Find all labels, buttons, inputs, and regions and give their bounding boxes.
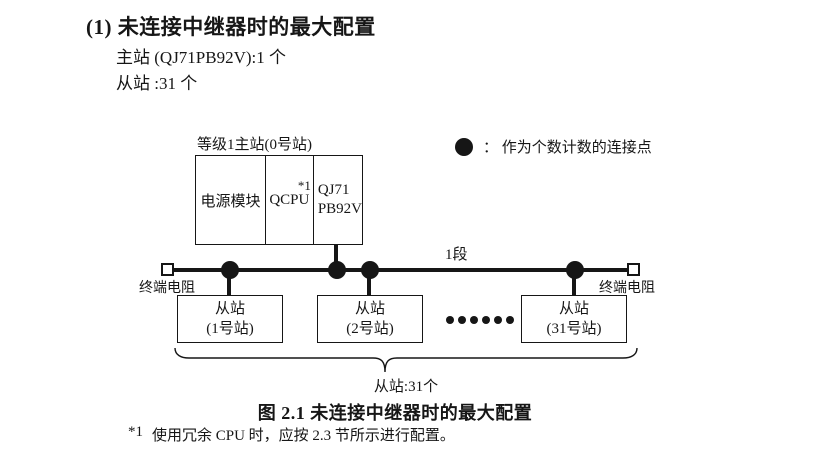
drop-line-slave-31 <box>572 271 576 296</box>
section-heading: (1) 未连接中继器时的最大配置 <box>86 15 376 39</box>
qcpu-cell: *1 QCPU <box>266 156 314 244</box>
ellipsis-dot <box>482 316 490 324</box>
config-line-slave: 从站 :31 个 <box>116 74 198 93</box>
connection-dot <box>361 261 379 279</box>
qj71pb92v-cell: QJ71 PB92V <box>314 156 362 244</box>
ellipsis-dot <box>458 316 466 324</box>
connection-dot <box>328 261 346 279</box>
legend-text: ： 作为个数计数的连接点 <box>483 140 652 156</box>
slave-31-name: 从站 <box>558 301 589 317</box>
power-module-cell: 电源模块 <box>196 156 266 244</box>
slave-2-name: 从站 <box>354 301 385 317</box>
master-station-label: 等级1主站(0号站) <box>197 137 312 153</box>
slave-2-station-no: (2号站) <box>346 321 394 337</box>
slave-station-box-2: 从站 (2号站) <box>317 295 423 343</box>
qj71pb92v-line1: QJ71 <box>317 182 350 198</box>
connection-point-icon <box>455 137 473 156</box>
legend: ： 作为个数计数的连接点 <box>455 136 652 157</box>
bus-line <box>172 268 629 272</box>
underbrace <box>174 347 638 373</box>
terminator-right-icon <box>627 263 640 276</box>
connection-dot <box>221 261 239 279</box>
terminator-left-icon <box>161 263 174 276</box>
ellipsis-dot <box>506 316 514 324</box>
qj71pb92v-line2: PB92V <box>317 201 362 217</box>
qcpu-footnote-ref: *1 <box>297 178 311 193</box>
master-station-box: 电源模块 *1 QCPU QJ71 PB92V <box>195 155 363 245</box>
config-line-master: 主站 (QJ71PB92V):1 个 <box>116 48 287 67</box>
drop-line-slave-1 <box>227 271 231 296</box>
ellipsis-dot <box>446 316 454 324</box>
slave-31-station-no: (31号站) <box>546 321 602 337</box>
slave-count-label: 从站:31个 <box>373 379 439 395</box>
ellipsis-dot <box>494 316 502 324</box>
ellipsis-dots <box>446 316 514 324</box>
footnote-text: 使用冗余 CPU 时，应按 2.3 节所示进行配置。 <box>152 428 455 444</box>
slave-station-box-1: 从站 (1号站) <box>177 295 283 343</box>
figure-caption: 图 2.1 未连接中继器时的最大配置 <box>257 403 533 423</box>
qcpu-label: QCPU <box>269 191 310 208</box>
slave-1-name: 从站 <box>214 301 245 317</box>
slave-1-station-no: (1号站) <box>206 321 254 337</box>
drop-line-master <box>334 245 338 269</box>
terminator-right-label: 终端电阻 <box>599 281 655 296</box>
ellipsis-dot <box>470 316 478 324</box>
connection-dot <box>566 261 584 279</box>
slave-station-box-31: 从站 (31号站) <box>521 295 627 343</box>
segment-label: 1段 <box>445 247 468 263</box>
terminator-left-label: 终端电阻 <box>139 281 195 296</box>
footnote-marker: *1 <box>128 424 143 440</box>
drop-line-slave-2 <box>367 271 371 296</box>
